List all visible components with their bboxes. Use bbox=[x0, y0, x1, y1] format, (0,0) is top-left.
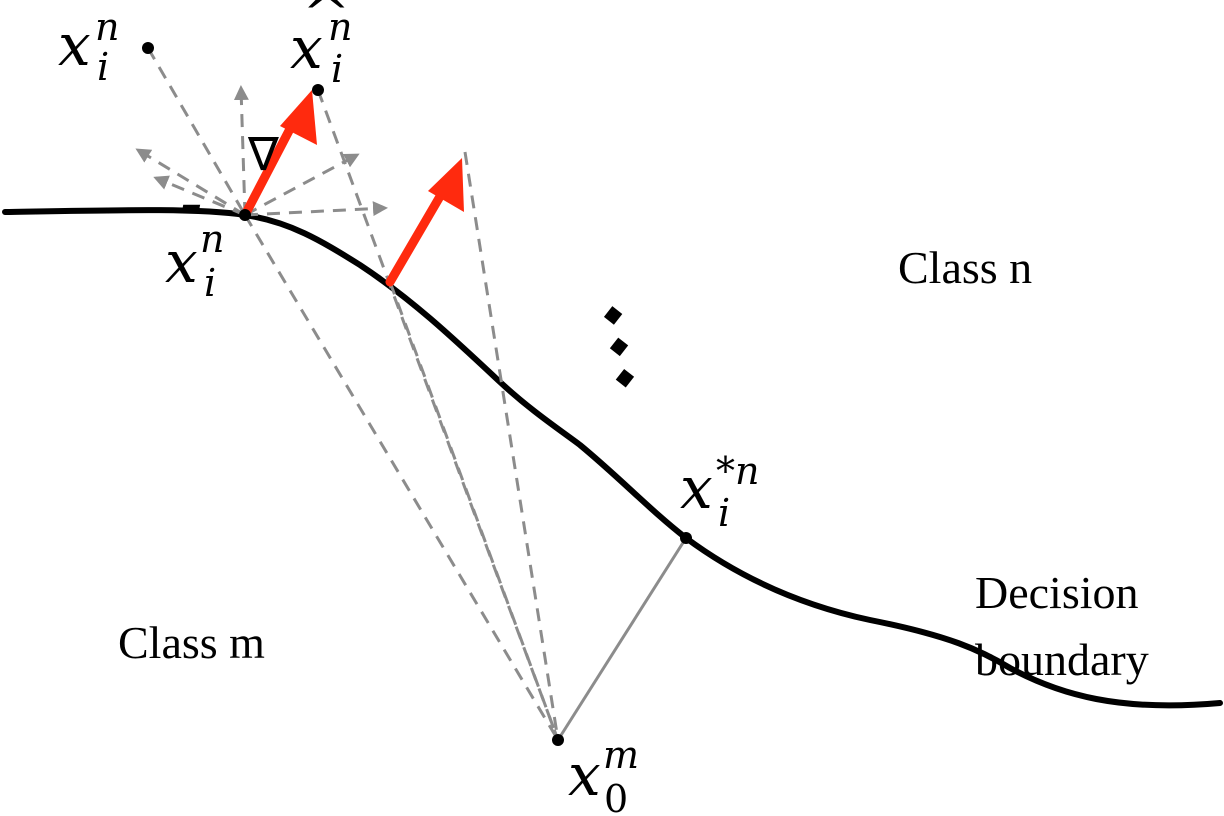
point-x-bar-i-n bbox=[239, 209, 251, 221]
probe-arrows bbox=[135, 85, 388, 217]
label-x-0-m: x m 0 bbox=[568, 733, 639, 816]
svg-text:x: x bbox=[165, 228, 198, 296]
svg-text:m: m bbox=[603, 733, 639, 777]
svg-text:i: i bbox=[718, 491, 730, 535]
svg-text:x: x bbox=[568, 741, 601, 809]
label-x-star-i-n: x *n i bbox=[680, 449, 759, 535]
svg-text:n: n bbox=[95, 5, 119, 49]
point-x-hat-i-n bbox=[312, 84, 324, 96]
guide-lines bbox=[146, 47, 560, 741]
point-x-i-n bbox=[142, 42, 154, 54]
svg-text:i: i bbox=[331, 47, 343, 91]
point-x-star-i-n bbox=[680, 532, 692, 544]
gradient-symbol: ∇ bbox=[247, 127, 279, 181]
svg-text:x: x bbox=[58, 11, 91, 79]
svg-text:x: x bbox=[290, 14, 323, 82]
svg-text:0: 0 bbox=[604, 777, 628, 816]
point-x-0-m bbox=[552, 734, 564, 746]
svg-text:i: i bbox=[97, 45, 109, 89]
gradient-arrow-2 bbox=[385, 158, 464, 287]
label-boundary: boundary bbox=[975, 634, 1149, 685]
svg-text:^: ^ bbox=[302, 0, 351, 48]
svg-text:i: i bbox=[204, 261, 216, 305]
decision-boundary-curve bbox=[2, 207, 1223, 709]
label-x-i-n: x n i bbox=[58, 5, 119, 89]
svg-text:*n: *n bbox=[716, 449, 759, 493]
label-x-hat-i-n: x ^ n i bbox=[290, 0, 352, 91]
svg-text:x: x bbox=[680, 454, 713, 522]
svg-text:n: n bbox=[200, 217, 224, 261]
points bbox=[142, 42, 692, 746]
label-class-m: Class m bbox=[118, 617, 265, 668]
gradient-arrow-1 bbox=[240, 90, 317, 220]
label-class-n: Class n bbox=[898, 242, 1032, 293]
label-decision: Decision bbox=[975, 567, 1139, 618]
ellipsis-dots: ⋱ bbox=[565, 292, 673, 403]
projection-line bbox=[556, 537, 688, 741]
label-x-bar-i-n: x ¯ n i bbox=[165, 194, 224, 305]
svg-text:n: n bbox=[328, 5, 352, 49]
svg-text:¯: ¯ bbox=[172, 194, 201, 262]
